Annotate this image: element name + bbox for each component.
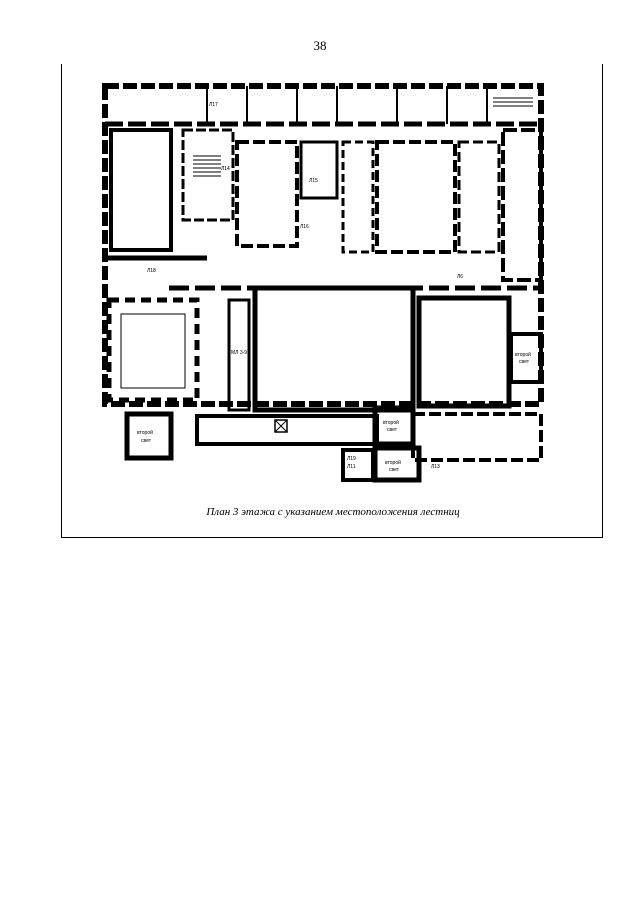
stair-l19 <box>341 448 375 482</box>
label-l6: Л6 <box>457 274 463 280</box>
label-l11: Л11 <box>347 464 356 470</box>
room-b2 <box>299 140 339 200</box>
marker-x-2 <box>274 419 288 433</box>
stair-block-l14 <box>181 128 235 222</box>
label-l16: Л16 <box>300 224 309 230</box>
stair-ml <box>227 298 251 412</box>
figure-frame: Л17 Л14 Л15 Л16 Л18 Л6 МЛ 3-9 Л19 Л11 Л1… <box>61 64 603 538</box>
room-b4 <box>375 140 457 254</box>
label-l13: Л13 <box>431 464 440 470</box>
room-b3 <box>341 140 375 254</box>
bottom-right-wing <box>411 412 543 462</box>
second-light-left-2: свет <box>141 438 152 444</box>
right-hall <box>416 295 512 409</box>
central-hall <box>252 285 416 413</box>
second-light-center-2: свет <box>387 427 398 433</box>
label-l18: Л18 <box>147 268 156 274</box>
label-l14: Л14 <box>221 166 230 172</box>
label-l15: Л15 <box>309 178 318 184</box>
second-light-right-2: свет <box>519 359 530 365</box>
left-courtyard <box>106 297 200 403</box>
second-light-left-room <box>124 411 174 461</box>
label-l19: Л19 <box>347 456 356 462</box>
label-l17: Л17 <box>209 102 218 108</box>
left-hall <box>109 128 173 252</box>
second-light-center-1: второй <box>383 419 399 426</box>
second-light-right-room <box>509 332 543 384</box>
room-b5 <box>457 140 501 254</box>
right-wing <box>501 128 543 282</box>
second-light-right-1: второй <box>515 351 531 358</box>
figure-caption: План 3 этажа с указанием местоположения … <box>206 506 460 518</box>
courtyard-inner <box>120 313 186 389</box>
marker-box <box>274 419 288 433</box>
second-light-center-room <box>372 405 416 447</box>
room-b1 <box>235 140 299 248</box>
page-number: 38 <box>313 38 327 53</box>
second-light-left-1: второй <box>137 429 153 436</box>
label-ml: МЛ 3-9 <box>231 350 247 356</box>
second-light-bottom-1: второй <box>385 459 401 466</box>
floor-plan: Л17 Л14 Л15 Л16 Л18 Л6 МЛ 3-9 Л19 Л11 Л1… <box>102 83 544 483</box>
second-light-bottom-2: свет <box>389 467 400 473</box>
